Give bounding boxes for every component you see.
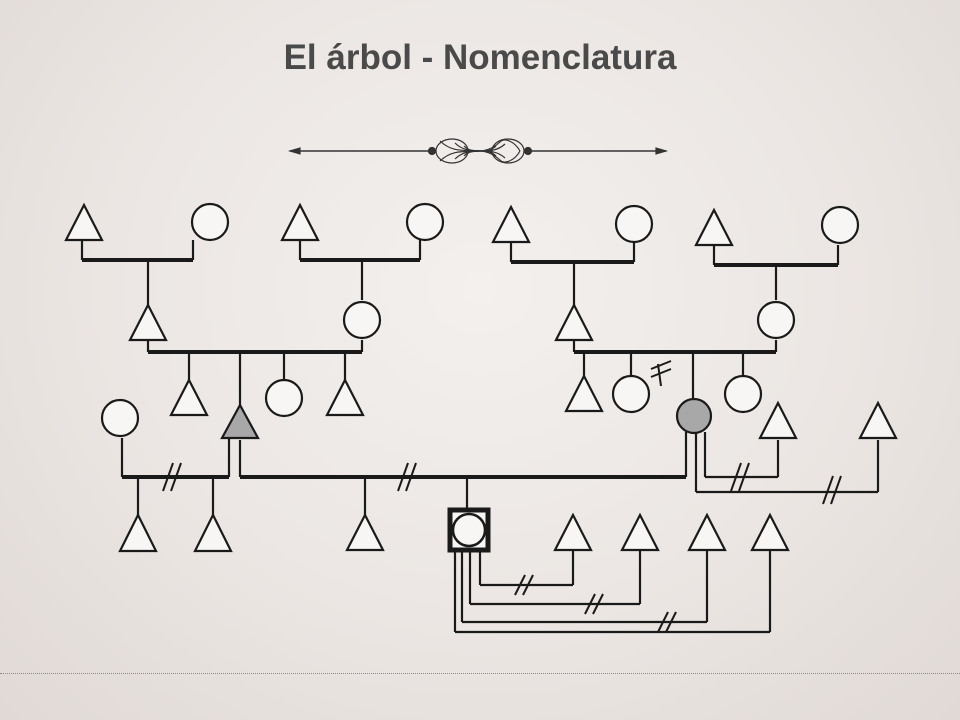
female-symbols [100,202,860,438]
female-symbol [611,374,651,414]
male-symbol [750,512,790,552]
male-symbol [858,400,898,440]
female-symbol [756,300,796,340]
separation-mark [584,593,604,615]
female-symbol [614,204,654,244]
male-symbol [280,202,320,242]
separation-mark [397,462,417,492]
separation-marks [162,360,842,633]
female-symbol [264,378,304,418]
female-symbol [405,202,445,242]
affected-female-symbol [675,397,713,435]
proband-symbol [447,507,491,553]
male-symbol [118,512,158,553]
affected-male-symbol [220,402,260,440]
male-symbol [128,302,168,342]
female-symbol [190,202,230,242]
male-symbol [325,377,365,417]
separation-mark [657,611,677,633]
female-symbol [100,398,140,438]
separation-mark [514,574,534,596]
male-symbol [345,512,385,552]
male-symbol [620,512,660,552]
slide-title: El árbol - Nomenclatura [283,38,677,77]
separation-mark [822,475,842,505]
female-symbol [820,205,860,245]
footer-divider [0,673,960,674]
male-symbol [564,373,604,413]
scroll-divider-ornament-icon [287,138,669,164]
male-symbol [553,512,593,552]
female-symbol [342,300,382,340]
male-symbol [193,512,233,553]
separation-mark [650,360,672,387]
male-symbol [491,204,531,244]
male-symbols [64,202,898,553]
male-symbol [64,202,104,242]
female-symbol [723,374,763,414]
male-symbol [169,377,209,417]
male-symbol [687,512,727,552]
male-symbol [694,207,734,247]
male-symbol [758,400,798,440]
male-symbol [554,302,594,342]
pedigree-lines [80,240,880,634]
separation-mark [730,462,750,492]
separation-mark [162,462,182,492]
